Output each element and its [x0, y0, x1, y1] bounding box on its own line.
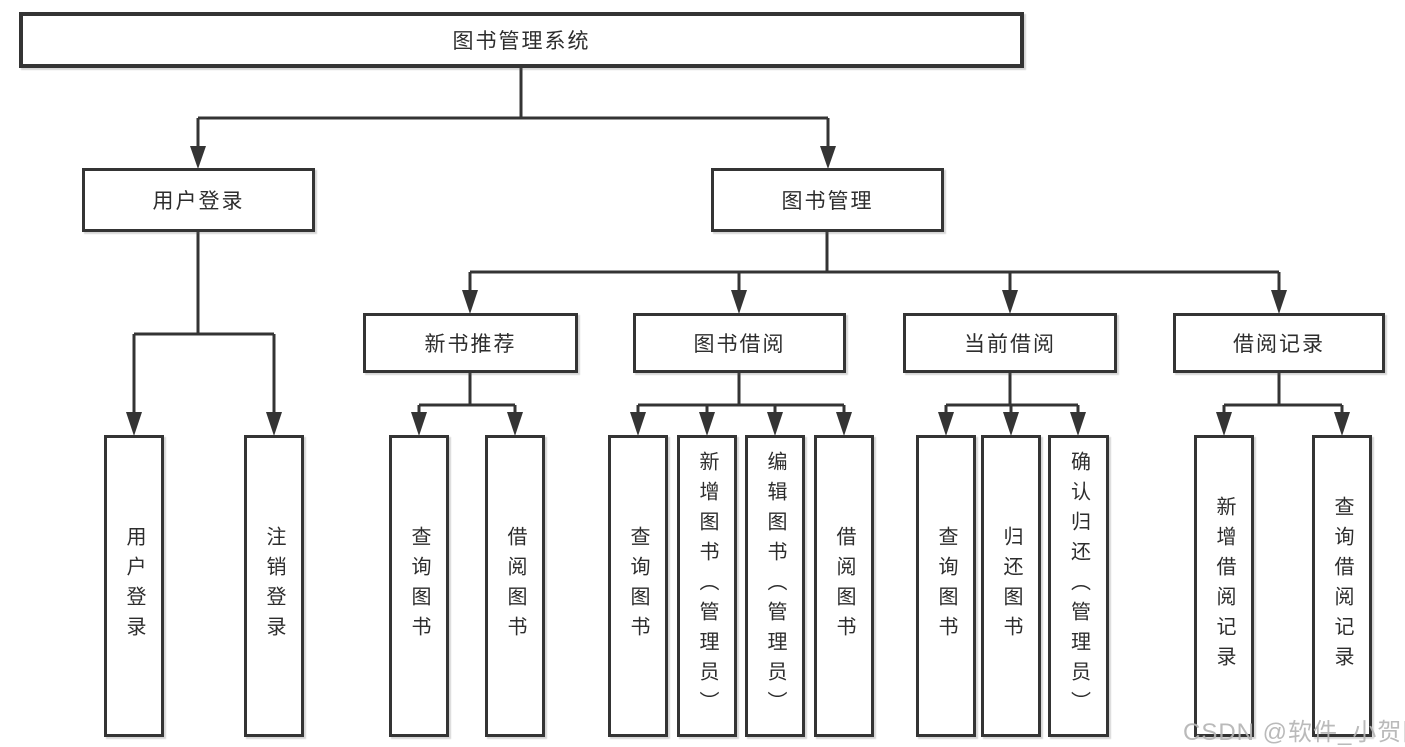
node-label: 归还图书 — [1000, 526, 1022, 646]
node-label: 图书借阅 — [693, 333, 786, 356]
node-label: 当前借阅 — [964, 333, 1056, 356]
node-label: 查询借阅记录 — [1331, 496, 1353, 676]
node-book-management: 图书管理 — [711, 168, 944, 232]
leaf-borrow-book-recommend: 借阅图书 — [485, 435, 545, 737]
node-label: 图书管理系统 — [452, 30, 591, 53]
node-label: 查询图书 — [627, 526, 649, 646]
leaf-query-book-current: 查询图书 — [916, 435, 976, 737]
node-label: 确认归还（管理员） — [1067, 451, 1090, 721]
node-label: 编辑图书（管理员） — [764, 451, 786, 721]
node-label: 新增借阅记录 — [1213, 496, 1235, 676]
node-label: 图书管理 — [781, 190, 874, 213]
node-label: 用户登录 — [152, 190, 245, 213]
leaf-confirm-return-admin: 确认归还（管理员） — [1048, 435, 1109, 737]
leaf-query-book-recommend: 查询图书 — [389, 435, 449, 737]
node-new-book-recommend: 新书推荐 — [363, 313, 578, 373]
leaf-add-book-admin: 新增图书（管理员） — [677, 435, 737, 737]
leaf-query-borrow-record: 查询借阅记录 — [1312, 435, 1372, 737]
node-label: 借阅图书 — [833, 526, 855, 646]
node-label: 新书推荐 — [424, 333, 517, 356]
leaf-borrow-book: 借阅图书 — [814, 435, 874, 737]
leaf-user-login: 用户登录 — [104, 435, 164, 737]
node-current-borrow: 当前借阅 — [903, 313, 1117, 373]
node-label: 查询图书 — [935, 526, 957, 646]
node-user-login: 用户登录 — [82, 168, 315, 232]
node-book-borrow: 图书借阅 — [633, 313, 846, 373]
node-label: 查询图书 — [408, 526, 430, 646]
node-label: 用户登录 — [123, 526, 145, 646]
csdn-watermark: CSDN @软件_小贺同学 — [1183, 719, 1405, 746]
leaf-add-borrow-record: 新增借阅记录 — [1194, 435, 1254, 737]
arrowheads — [126, 146, 1350, 436]
leaf-return-book: 归还图书 — [981, 435, 1041, 737]
node-label: 借阅记录 — [1233, 333, 1325, 356]
node-borrow-record: 借阅记录 — [1173, 313, 1385, 373]
leaf-query-book-borrow: 查询图书 — [608, 435, 668, 737]
leaf-logout: 注销登录 — [244, 435, 304, 737]
node-label: 新增图书（管理员） — [696, 451, 718, 721]
node-root: 图书管理系统 — [19, 12, 1024, 68]
node-label: 借阅图书 — [504, 526, 526, 646]
leaf-edit-book-admin: 编辑图书（管理员） — [745, 435, 805, 737]
node-label: 注销登录 — [263, 526, 285, 646]
